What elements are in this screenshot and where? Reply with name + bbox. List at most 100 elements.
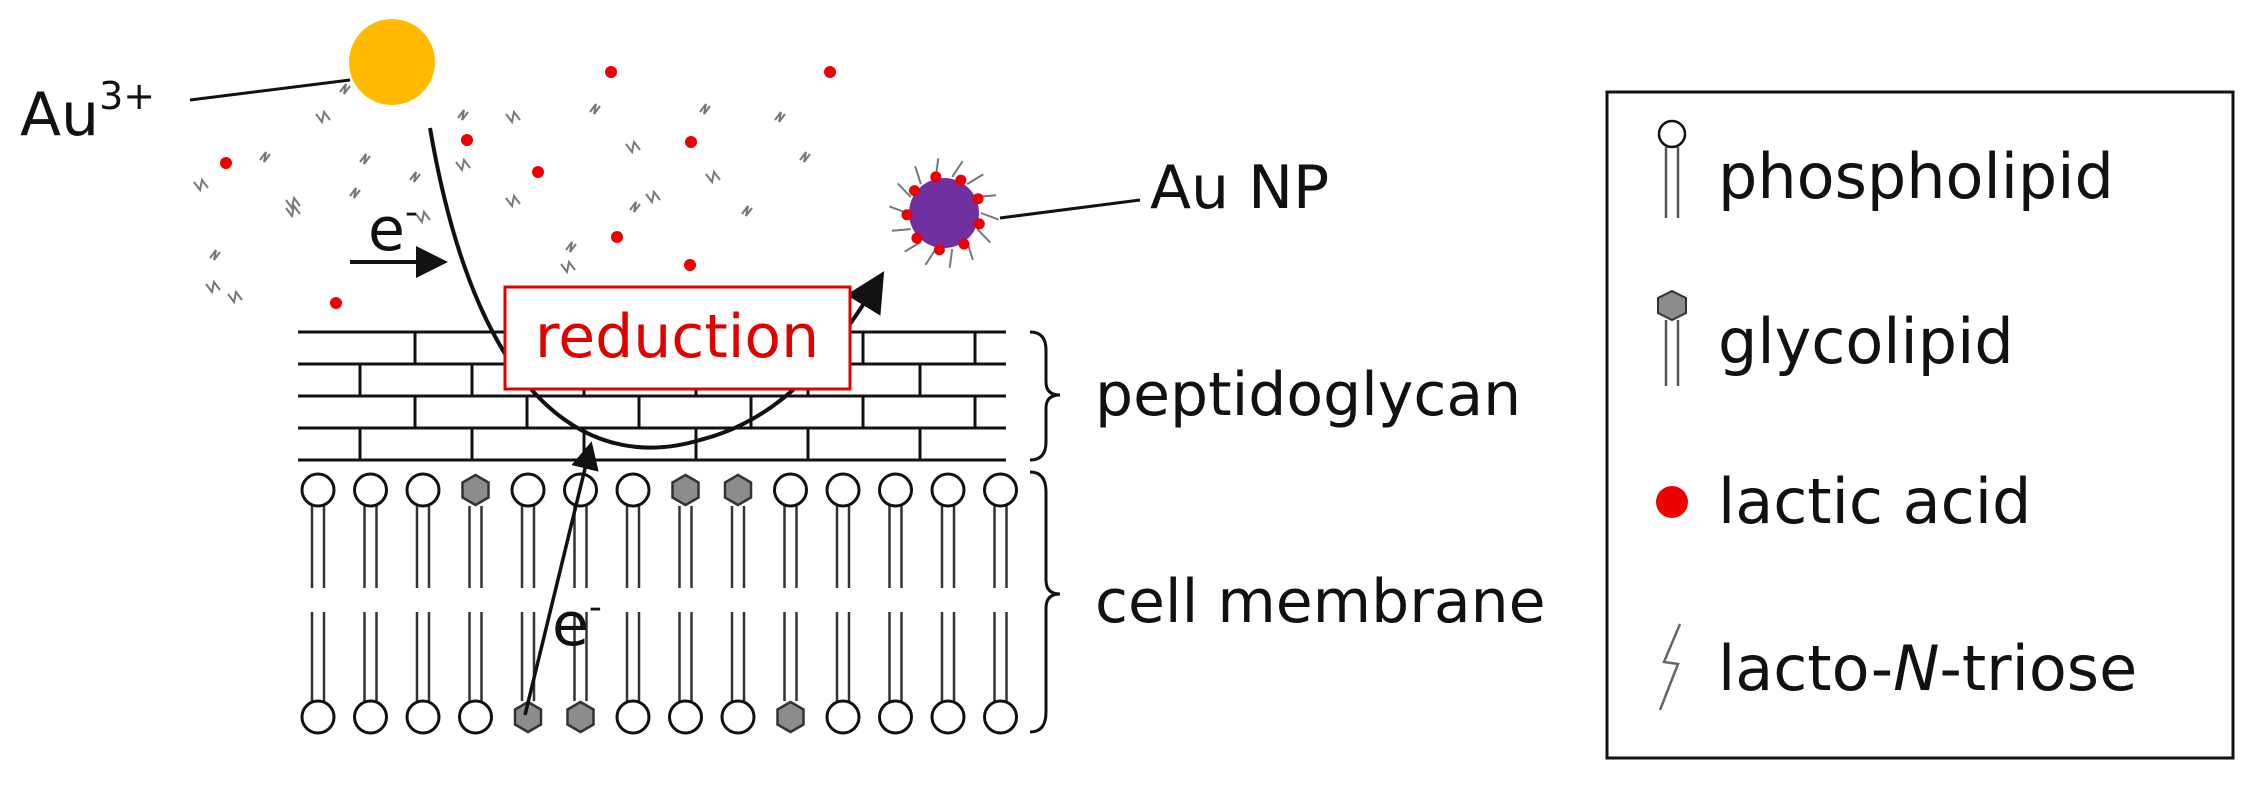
lacto-n-triose-squiggle: [193, 177, 209, 193]
legend-label-glycolipid: glycolipid: [1718, 305, 2014, 378]
np-lactic-acid: [930, 171, 942, 183]
lacto-n-triose-squiggle: [774, 111, 786, 123]
phospholipid-head: [615, 699, 651, 735]
lacto-n-triose-squiggle: [415, 209, 431, 225]
np-lactic-acid: [911, 232, 923, 244]
phospholipid-head: [983, 472, 1018, 508]
lacto-n-triose-squiggle: [457, 109, 469, 121]
np-ligand: [904, 241, 922, 253]
gold-np-label: Au NP: [1150, 153, 1329, 223]
legend-box: [1605, 90, 2235, 760]
gold-np-core: [909, 178, 979, 248]
np-ligand: [896, 182, 912, 198]
phospholipid-head: [773, 472, 808, 508]
lacto-n-triose-squiggle: [505, 193, 521, 209]
lacto-n-triose-squiggle: [409, 171, 421, 183]
lacto-n-triose-squiggle: [589, 103, 601, 115]
phospholipid-head: [720, 699, 756, 735]
gold-ion-circle: [349, 19, 435, 105]
glycolipid-head: [513, 700, 543, 734]
np-ligand: [948, 248, 954, 268]
lacto-n-triose-squiggle: [645, 189, 661, 205]
glycolipid-head: [461, 473, 490, 507]
lacto-n-triose-squiggle: [455, 157, 471, 173]
phospholipid-icon: [1657, 119, 1687, 218]
glycolipid-head: [776, 700, 805, 734]
lactic-acid-dot: [532, 166, 544, 178]
phospholipid-head: [930, 472, 966, 508]
lactic-acid-dot: [605, 66, 617, 78]
np-ligand: [891, 228, 911, 232]
lacto-n-triose-squiggle: [339, 83, 351, 95]
peptidoglycan-brace: [1029, 330, 1061, 462]
lacto-n-triose-squiggle: [625, 139, 641, 155]
lacto-n-triose-squiggle: [259, 151, 271, 163]
lacto-n-triose-squiggle: [315, 109, 331, 125]
lacto-n-triose-squiggle: [741, 205, 753, 217]
np-lactic-acid: [909, 185, 920, 197]
solution-molecules: [193, 66, 836, 309]
lactic-acid-dot: [611, 231, 623, 243]
np-ligand: [914, 165, 922, 185]
lacto-n-triose-squiggle: [565, 241, 577, 253]
phospholipid-head: [458, 699, 493, 735]
np-lactic-acid: [901, 209, 913, 221]
np-ligand: [951, 160, 964, 178]
np-lactic-acid: [972, 193, 984, 205]
gold-ion-leader: [189, 78, 351, 102]
cell-membrane-label: cell membrane: [1095, 567, 1546, 637]
lactic-acid-icon: [1656, 486, 1688, 518]
lacto-n-triose-squiggle: [505, 109, 521, 125]
phospholipid-head: [405, 472, 441, 508]
phospholipid-head: [405, 699, 441, 735]
phospholipid-head: [825, 472, 861, 508]
electron-arrow-membrane: [523, 441, 599, 716]
lacto-n-triose-squiggle: [799, 151, 811, 163]
lacto-n-triose-squiggle: [560, 259, 576, 275]
lacto-n-triose-squiggle: [209, 249, 221, 261]
lacto-n-triose-squiggle: [285, 195, 301, 211]
np-lactic-acid: [973, 218, 985, 230]
phospholipid-head: [510, 472, 546, 508]
phospholipid-head: [300, 472, 336, 508]
lacto-n-triose-squiggle: [285, 203, 301, 219]
gold-nanoparticle: [889, 158, 999, 268]
reduction-label: reduction: [535, 302, 819, 372]
lacto-n-triose-squiggle: [629, 201, 641, 213]
gold-np-leader: [999, 198, 1141, 220]
phospholipid-head: [353, 699, 388, 735]
phospholipid-head: [300, 699, 336, 735]
np-ligand: [980, 212, 999, 221]
glycolipid-icon: [1657, 289, 1687, 386]
lacto-n-triose-squiggle: [699, 103, 711, 115]
legend-label-lacto-n-triose: lacto-N-triose: [1718, 632, 2137, 705]
np-lactic-acid: [958, 238, 970, 250]
legend-label-phospholipid: phospholipid: [1718, 140, 2114, 213]
phospholipid-head: [930, 699, 966, 735]
phospholipid-head: [615, 472, 651, 508]
electron-label-top: e-: [368, 192, 418, 265]
lactic-acid-dot: [684, 259, 696, 271]
lacto-n-triose-squiggle: [227, 289, 243, 305]
np-lactic-acid: [933, 244, 945, 256]
lacto-n-triose-squiggle: [205, 279, 221, 295]
lactic-acid-dot: [330, 297, 342, 309]
lacto-n-triose-squiggle: [349, 187, 361, 199]
phospholipid-head: [878, 472, 913, 508]
legend-label-lactic-acid: lactic acid: [1718, 465, 2031, 538]
lacto-n-triose-squiggle: [705, 169, 721, 185]
lacto-n-triose-icon: [1658, 623, 1682, 711]
electron-label-membrane: e-: [552, 587, 602, 660]
np-ligand: [976, 228, 992, 244]
reduction-box: [503, 285, 852, 391]
lactic-acid-dot: [220, 157, 232, 169]
phospholipid-head: [878, 699, 913, 735]
peptidoglycan-label: peptidoglycan: [1095, 360, 1521, 430]
lacto-n-triose-squiggle: [359, 153, 371, 165]
phospholipid-head: [353, 472, 388, 508]
glycolipid-head: [723, 473, 753, 507]
cell-membrane-layer: [300, 472, 1018, 735]
glycolipid-head: [566, 700, 595, 734]
lactic-acid-dot: [461, 134, 473, 146]
